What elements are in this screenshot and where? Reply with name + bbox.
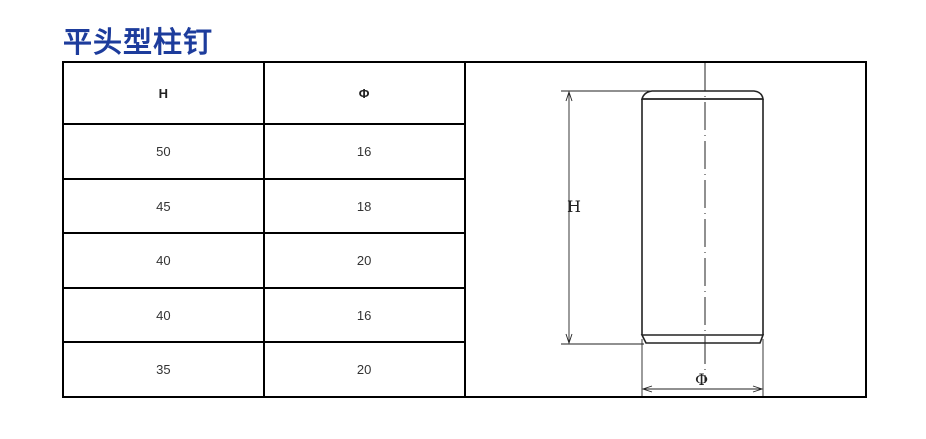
header-h: H (62, 61, 265, 125)
page-title: 平头型柱钉 (63, 25, 214, 59)
drawing-cell: H Φ (463, 61, 867, 398)
cell-h: 40 (62, 232, 265, 289)
cell-phi: 18 (262, 178, 466, 234)
table-row: 50 16 (62, 123, 866, 180)
cell-h: 35 (62, 341, 265, 398)
table-row: 45 18 (62, 178, 866, 234)
table-row: 40 16 (62, 287, 866, 343)
cell-h: 45 (62, 178, 265, 234)
header-phi: Φ (262, 61, 466, 125)
pin-dimension-drawing: H Φ (560, 63, 764, 396)
cell-phi: 20 (262, 341, 466, 398)
cell-phi: 16 (262, 123, 466, 180)
cell-phi: 20 (262, 232, 466, 289)
spec-table: H Φ (62, 61, 867, 398)
cell-h: 40 (62, 287, 265, 343)
table-row: 35 20 (62, 341, 866, 398)
diameter-dimension-label: Φ (695, 370, 708, 389)
table-row: 40 20 (62, 232, 866, 289)
height-dimension-label: H (567, 197, 581, 216)
cell-phi: 16 (262, 287, 466, 343)
table-header-row: H Φ (62, 61, 867, 398)
cell-h: 50 (62, 123, 265, 180)
